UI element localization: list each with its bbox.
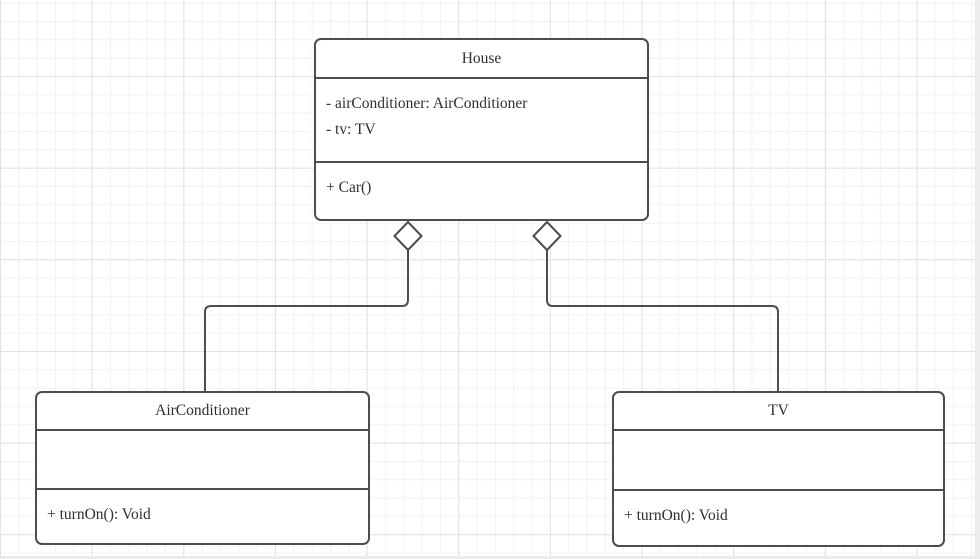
class-methods-section: + turnOn(): Void (37, 488, 368, 543)
class-title: House (461, 49, 502, 67)
class-attributes-section (37, 429, 368, 488)
class-tv[interactable]: TV + turnOn(): Void (612, 391, 945, 547)
method-line: + turnOn(): Void (624, 507, 728, 524)
class-house[interactable]: House - airConditioner: AirConditioner -… (314, 38, 649, 221)
class-methods-section: + turnOn(): Void (614, 489, 943, 545)
method-line: + turnOn(): Void (47, 506, 151, 523)
attribute-line: - tv: TV (326, 121, 376, 138)
aggregation-connector-house-airconditioner[interactable] (204, 220, 423, 391)
method-line: + Car() (326, 179, 372, 196)
class-attributes-section: - airConditioner: AirConditioner - tv: T… (316, 77, 647, 161)
class-methods-section: + Car() (316, 161, 647, 219)
connector-line[interactable] (546, 250, 779, 391)
class-attributes-section (614, 429, 943, 489)
connector-line[interactable] (204, 250, 409, 391)
aggregation-diamond-icon (532, 220, 562, 252)
class-title: AirConditioner (155, 402, 250, 419)
attribute-line: - airConditioner: AirConditioner (326, 95, 528, 112)
class-title: TV (768, 402, 789, 419)
class-airconditioner[interactable]: AirConditioner + turnOn(): Void (35, 391, 370, 545)
aggregation-connector-house-tv[interactable] (532, 220, 779, 391)
canvas-edge-right (975, 0, 980, 559)
aggregation-diamond-icon (393, 220, 423, 252)
canvas-edge-bottom (0, 556, 980, 559)
